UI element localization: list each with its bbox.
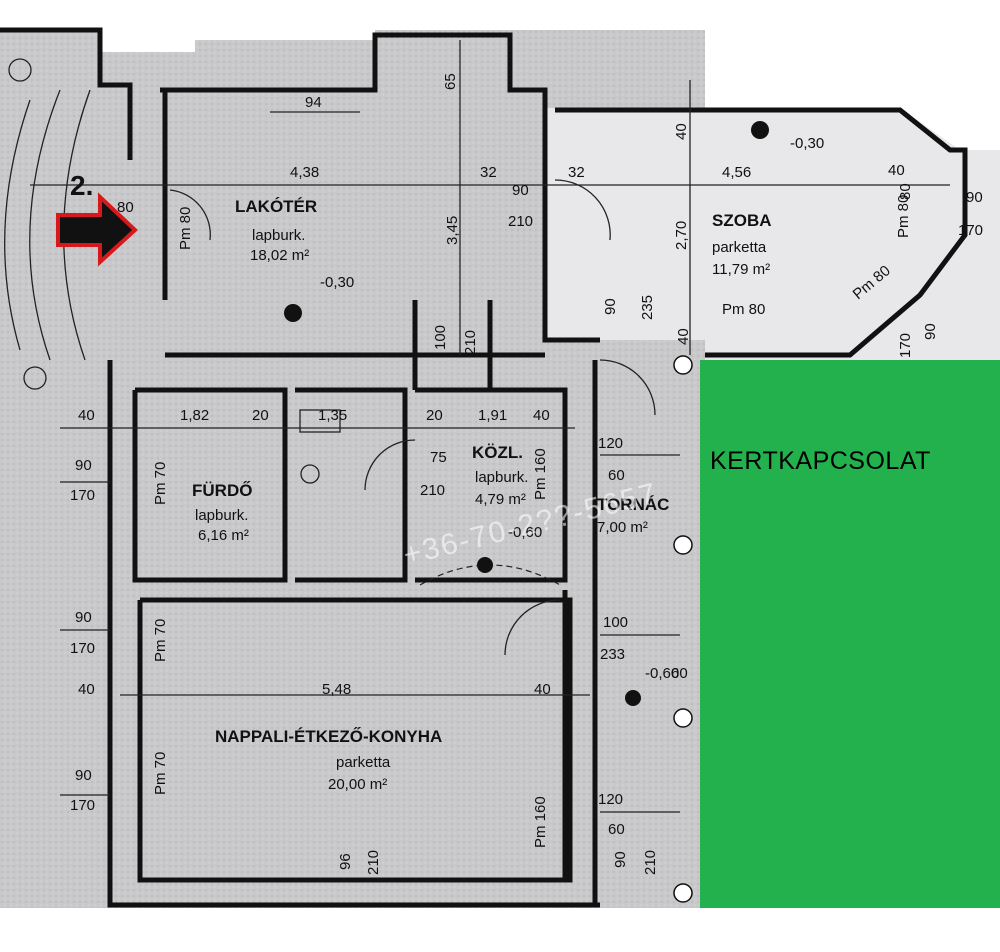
- dim-label: 90: [75, 457, 92, 474]
- dim-label: Pm 70: [152, 619, 169, 662]
- room-floor: parketta: [712, 239, 767, 256]
- dim-label: Pm 80: [177, 207, 194, 250]
- room-floor: parketta: [336, 754, 391, 771]
- walls: [0, 27, 968, 908]
- room-floor: lapburk.: [252, 227, 305, 244]
- dim-label: 40: [534, 681, 551, 698]
- dim-label: 2,70: [673, 221, 690, 250]
- dim-label: 40: [78, 407, 95, 424]
- dim-label: 65: [442, 73, 459, 90]
- garden-label: KERTKAPCSOLAT: [710, 447, 931, 475]
- dim-label: 170: [70, 487, 95, 504]
- dimension-labels-vertical: 65 3,45 40 2,70 80 Pm 80 Pm 80 170 90 90…: [152, 73, 939, 875]
- dim-label: Pm 70: [152, 752, 169, 795]
- dim-label: Pm 160: [532, 448, 549, 500]
- room-area: 7,00 m²: [597, 519, 648, 536]
- room-level: -0,30: [790, 135, 824, 152]
- room-name: TORNÁC: [597, 495, 669, 514]
- dim-label: 90: [512, 182, 529, 199]
- dim-label: Pm 80: [895, 195, 912, 238]
- dim-label: 90: [612, 851, 629, 868]
- dim-label: 80: [897, 183, 914, 200]
- room-name: NAPPALI-ÉTKEZŐ-KONYHA: [215, 727, 442, 746]
- dim-label: 210: [365, 850, 382, 875]
- dim-label: 80: [117, 199, 134, 216]
- room-area: 4,79 m²: [475, 491, 526, 508]
- dim-label: 210: [508, 213, 533, 230]
- dim-label: 1,35: [318, 407, 347, 424]
- dim-label: 32: [480, 164, 497, 181]
- room-floor: lapburk.: [195, 507, 248, 524]
- room-nappali: NAPPALI-ÉTKEZŐ-KONYHA parketta 20,00 m²: [215, 727, 442, 793]
- dim-label: 3,45: [444, 216, 461, 245]
- porch-level: -0,60: [645, 665, 679, 682]
- room-area: 18,02 m²: [250, 247, 309, 264]
- dim-label: 40: [675, 328, 692, 345]
- dim-label: 40: [533, 407, 550, 424]
- room-tornac: TORNÁC 7,00 m²: [597, 495, 669, 536]
- dim-label: 4,38: [290, 164, 319, 181]
- room-area: 6,16 m²: [198, 527, 249, 544]
- dim-label: 1,82: [180, 407, 209, 424]
- room-floor: lapburk.: [475, 469, 528, 486]
- dim-label: 40: [78, 681, 95, 698]
- dim-label: 60: [671, 665, 688, 682]
- entrance-marker: 2.: [70, 170, 93, 201]
- dim-label: 120: [598, 791, 623, 808]
- dim-label: 90: [602, 298, 619, 315]
- room-name: KÖZL.: [472, 443, 523, 462]
- room-name: SZOBA: [712, 211, 772, 230]
- dim-label: 94: [305, 94, 322, 111]
- dim-label: 1,91: [478, 407, 507, 424]
- dim-label: 20: [252, 407, 269, 424]
- dim-label: 210: [420, 482, 445, 499]
- dim-label: 90: [922, 323, 939, 340]
- dim-label: 5,48: [322, 681, 351, 698]
- dimension-lines: [30, 40, 950, 813]
- dim-label: 170: [70, 640, 95, 657]
- dim-label: Pm 70: [152, 462, 169, 505]
- room-furdo: FÜRDŐ lapburk. 6,16 m²: [192, 481, 252, 544]
- dim-label: 120: [598, 435, 623, 452]
- dim-label: Pm 80: [722, 301, 765, 318]
- dim-label: 235: [639, 295, 656, 320]
- dim-label: 210: [462, 330, 479, 355]
- dim-label: 170: [958, 222, 983, 239]
- room-kozl: KÖZL. lapburk. 4,79 m² -0,60: [472, 443, 542, 541]
- dim-label: 90: [75, 609, 92, 626]
- dim-label: 100: [432, 325, 449, 350]
- dim-label: 170: [70, 797, 95, 814]
- dimension-labels: 94 4,38 32 32 90 210 4,56 40 90 170 Pm 8…: [70, 94, 983, 838]
- room-level: -0,60: [508, 524, 542, 541]
- dim-label: 4,56: [722, 164, 751, 181]
- dim-label: 75: [430, 449, 447, 466]
- dim-label: 96: [337, 853, 354, 870]
- dim-label: 90: [966, 189, 983, 206]
- room-lakoter: LAKÓTÉR lapburk. 18,02 m² -0,30: [235, 197, 354, 291]
- room-szoba: SZOBA parketta 11,79 m² -0,30: [712, 135, 824, 278]
- room-name: FÜRDŐ: [192, 481, 252, 500]
- dim-label: 32: [568, 164, 585, 181]
- dim-label: 210: [642, 850, 659, 875]
- dim-label: 170: [897, 333, 914, 358]
- dim-label: 40: [673, 123, 690, 140]
- dim-label: 90: [75, 767, 92, 784]
- entry-arrow-icon: [56, 192, 138, 267]
- dim-label: 100: [603, 614, 628, 631]
- porch-columns: [673, 355, 693, 903]
- garden-area: [700, 360, 1000, 908]
- dim-label: 60: [608, 467, 625, 484]
- dim-label: 40: [888, 162, 905, 179]
- room-area: 11,79 m²: [712, 261, 770, 278]
- level-markers: [284, 121, 769, 706]
- dim-label: Pm 160: [532, 796, 549, 848]
- room-level: -0,30: [320, 274, 354, 291]
- room-name: LAKÓTÉR: [235, 197, 317, 216]
- dim-label: 60: [608, 821, 625, 838]
- dim-label: 233: [600, 646, 625, 663]
- room-area: 20,00 m²: [328, 776, 387, 793]
- dim-label: 20: [426, 407, 443, 424]
